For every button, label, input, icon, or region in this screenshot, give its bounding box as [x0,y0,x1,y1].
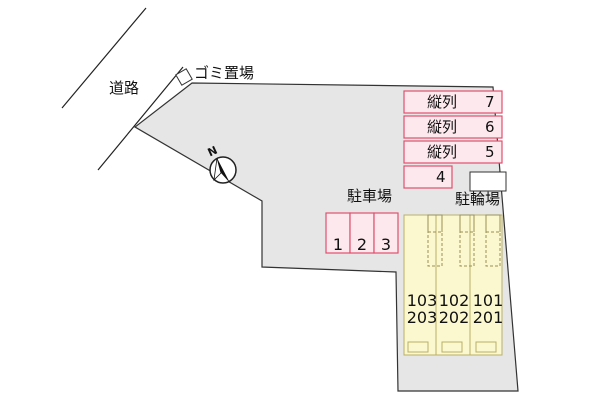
parking-spot-2 [349,212,375,254]
parking-spot-3 [373,212,399,254]
parking-spot-6-label: 縦列 [427,118,458,136]
parking-spot-7-label: 縦列 [427,93,458,111]
parking-spot-5-number: 5 [485,143,495,161]
parking-spot-7 [403,90,503,114]
parking-spot-1 [325,212,351,254]
entrance-dashed [485,231,501,267]
parking-spot-1-number: 1 [332,235,344,254]
unit-101-label: 101 [472,291,504,310]
road-edge-line-left [61,7,147,109]
parking-spot-2-number: 2 [356,235,368,254]
bicycle-shelter [469,171,507,192]
parking-area-label: 駐車場 [347,187,393,205]
unit-102-label: 102 [438,291,470,310]
garbage-area-marker [175,68,193,86]
parking-spot-6-number: 6 [485,118,495,136]
balcony [407,341,429,353]
building-notch [459,214,475,232]
parking-spot-7-number: 7 [485,93,495,111]
bicycle-parking-label: 駐輪場 [455,190,501,208]
parking-spot-6 [403,115,503,139]
parking-spot-5 [403,140,503,164]
building-notch [485,214,501,232]
entrance-dashed [459,231,475,267]
unit-201-label: 201 [472,308,504,327]
north-compass-icon [209,156,237,184]
apartment-building [403,214,503,356]
unit-103-label: 103 [406,291,438,310]
balcony [441,341,463,353]
parking-spot-4 [403,165,453,189]
road-edge-line-right [97,66,184,171]
parking-spot-5-label: 縦列 [427,143,458,161]
entrance-dashed [427,231,443,267]
balcony [475,341,497,353]
parking-spot-4-number: 4 [436,168,446,186]
road-label: 道路 [109,79,140,97]
building-notch [427,214,443,232]
parking-spot-3-number: 3 [380,235,392,254]
unit-202-label: 202 [438,308,470,327]
garbage-area-label: ゴミ置場 [194,64,255,82]
unit-203-label: 203 [406,308,438,327]
